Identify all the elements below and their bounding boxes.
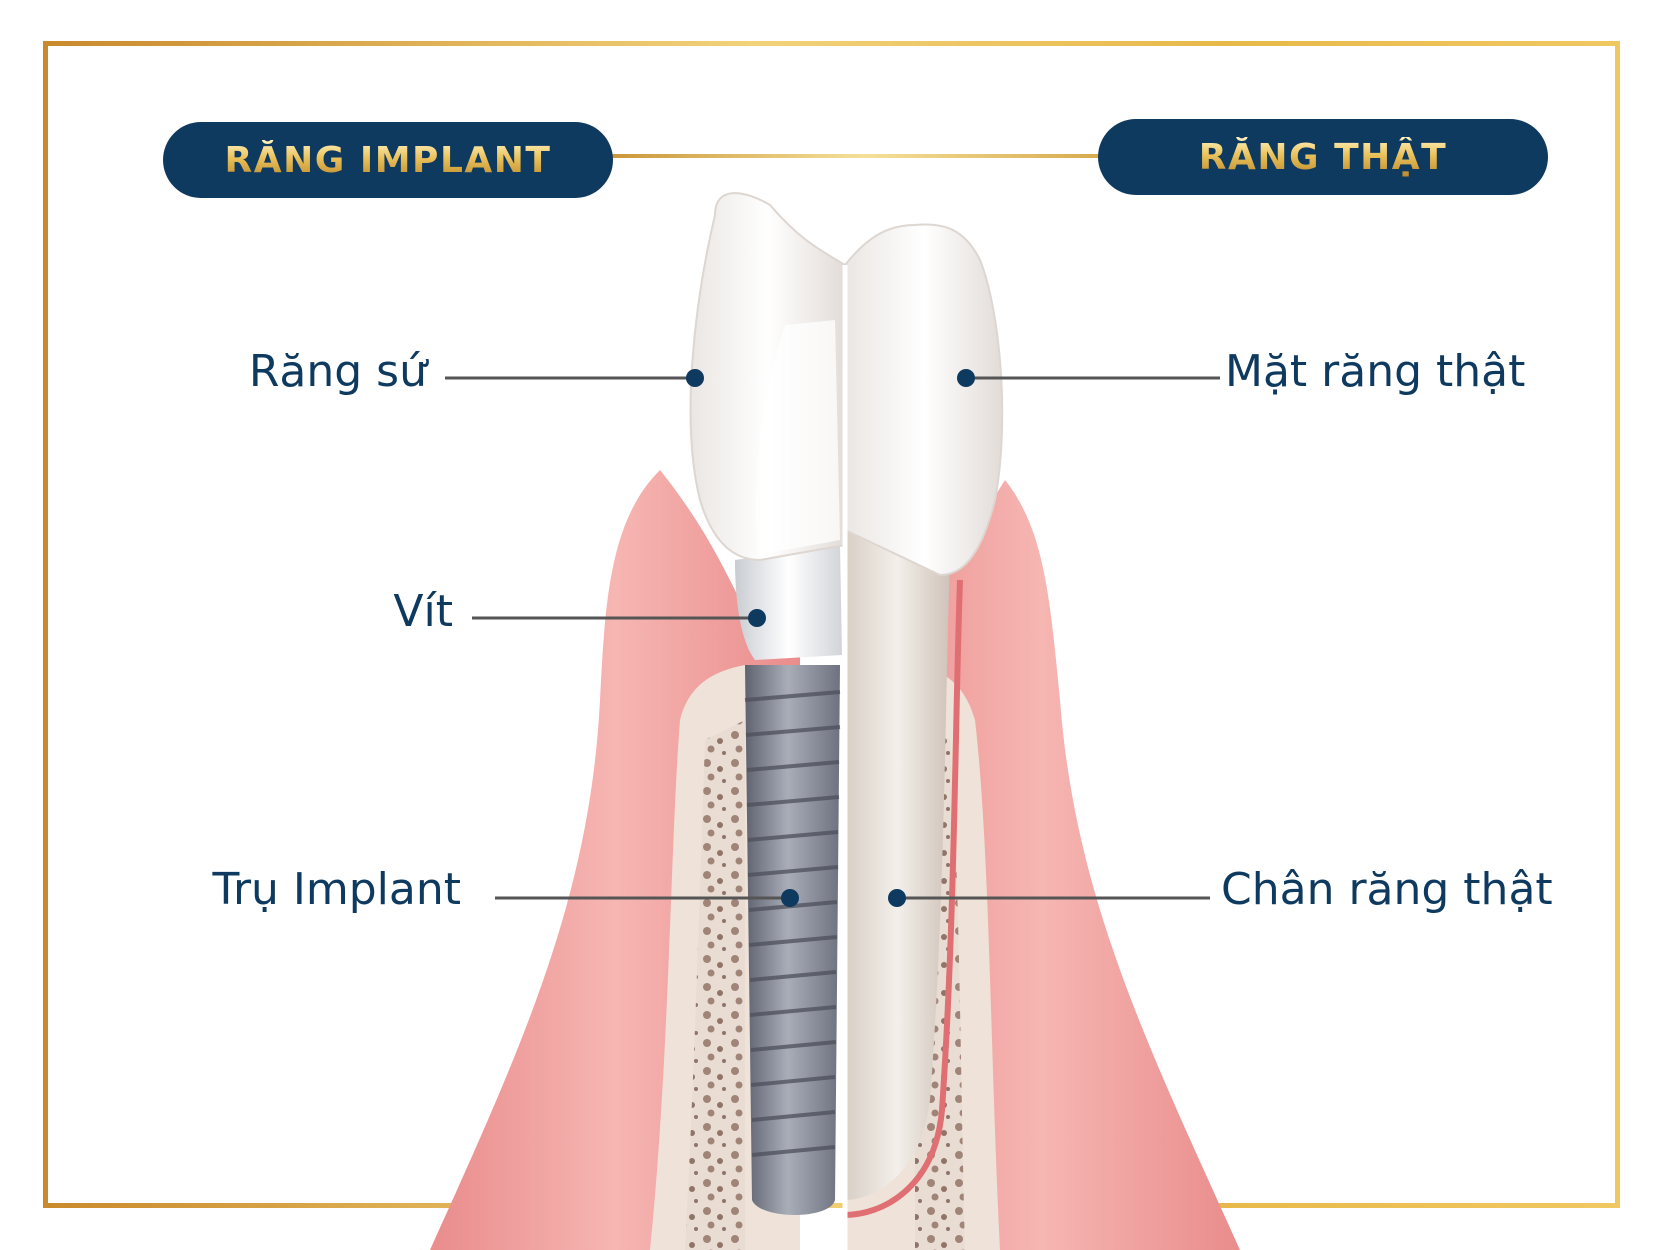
marker-dot-screw [748,609,766,627]
marker-dot-natural-crown [957,369,975,387]
label-natural-root: Chân răng thật [1221,864,1553,915]
natural-crown [844,223,1004,577]
bone-left-spongy [685,720,745,1250]
periodontal-line [844,579,963,1218]
marker-dot-crown [686,369,704,387]
natural-root [845,520,950,1200]
implant-tooth-header: RĂNG IMPLANT [163,122,613,198]
natural-tooth-header-text: RĂNG THẬT [1198,136,1448,178]
header-connector-line [600,154,1130,158]
label-porcelain-crown: Răng sứ [248,346,427,397]
abutment-screw [735,545,842,660]
marker-dot-natural-root [888,889,906,907]
label-implant-post: Trụ Implant [212,864,461,915]
label-screw: Vít [393,586,453,637]
marker-dot-implant [781,889,799,907]
implant-tooth-header-text: RĂNG IMPLANT [224,139,552,181]
implant-post [744,665,841,1215]
natural-tooth-header: RĂNG THẬT [1098,119,1548,195]
label-natural-crown: Mặt răng thật [1225,346,1526,397]
